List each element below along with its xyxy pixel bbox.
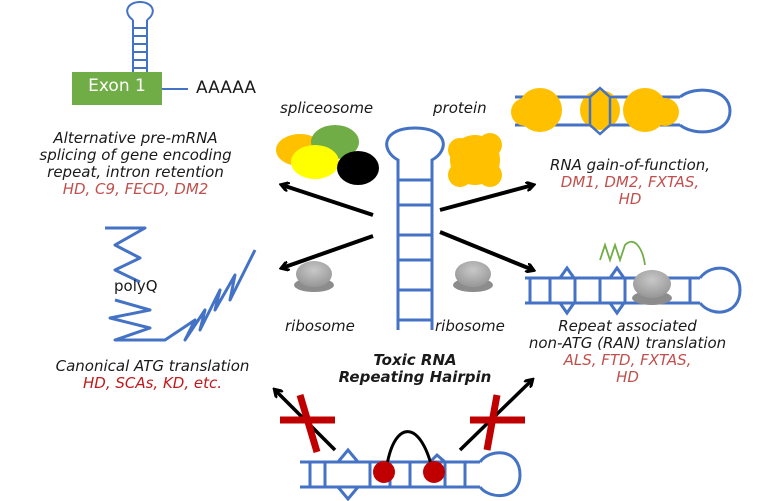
blocked-hairpin (300, 430, 522, 501)
ran-line-1: Repeat associated (558, 317, 697, 335)
center-title-line-2: Repeating Hairpin (338, 368, 492, 386)
ran-line-2: non-ATG (RAN) translation (528, 334, 727, 352)
gain-of-function-text: RNA gain-of-function, DM1, DM2, FXTAS, H… (520, 157, 740, 208)
spliceosome-label: spliceosome (280, 99, 374, 117)
splicing-line-3: repeat, intron retention (47, 163, 224, 181)
protein-bound-hairpin (511, 86, 732, 136)
center-title: Toxic RNA Repeating Hairpin (330, 352, 500, 386)
ribosome-right-icon (453, 261, 493, 292)
polya-label: AAAAA (196, 78, 257, 98)
protein-label: protein (433, 99, 487, 117)
canonical-line-1: Canonical ATG translation (55, 357, 250, 375)
splicing-pathway-text: Alternative pre-mRNA splicing of gene en… (8, 130, 263, 198)
central-hairpin (385, 126, 445, 330)
exon-hairpin (126, 0, 154, 72)
spliceosome-icon (276, 125, 379, 185)
center-title-line-1: Toxic RNA (373, 351, 457, 369)
splicing-line-1: Alternative pre-mRNA (53, 129, 218, 147)
exon-label: Exon 1 (88, 76, 146, 96)
blocked-arrows (275, 380, 532, 454)
gof-line-1: RNA gain-of-function, (549, 156, 711, 174)
gof-diseases-2: HD (618, 190, 642, 208)
ribosome-right-label: ribosome (435, 317, 505, 335)
ran-pathway-text: Repeat associated non-ATG (RAN) translat… (495, 318, 760, 386)
splicing-diseases: HD, C9, FECD, DM2 (62, 180, 209, 198)
polyq-label: polyQ (114, 277, 158, 295)
exon-box (72, 72, 162, 105)
pathway-arrows (282, 185, 533, 270)
gof-diseases-1: DM1, DM2, FXTAS, (560, 173, 700, 191)
ran-diseases-1: ALS, FTD, FXTAS, (563, 351, 692, 369)
ribosome-left-label: ribosome (285, 317, 355, 335)
canonical-pathway-text: Canonical ATG translation HD, SCAs, KD, … (20, 358, 285, 392)
canonical-diseases: HD, SCAs, KD, etc. (82, 374, 223, 392)
protein-icon (448, 133, 502, 187)
ran-hairpin (525, 240, 742, 316)
ribosome-left-icon (294, 261, 334, 292)
splicing-line-2: splicing of gene encoding (39, 146, 232, 164)
polyq-chain (105, 226, 257, 342)
ran-diseases-2: HD (616, 368, 639, 386)
